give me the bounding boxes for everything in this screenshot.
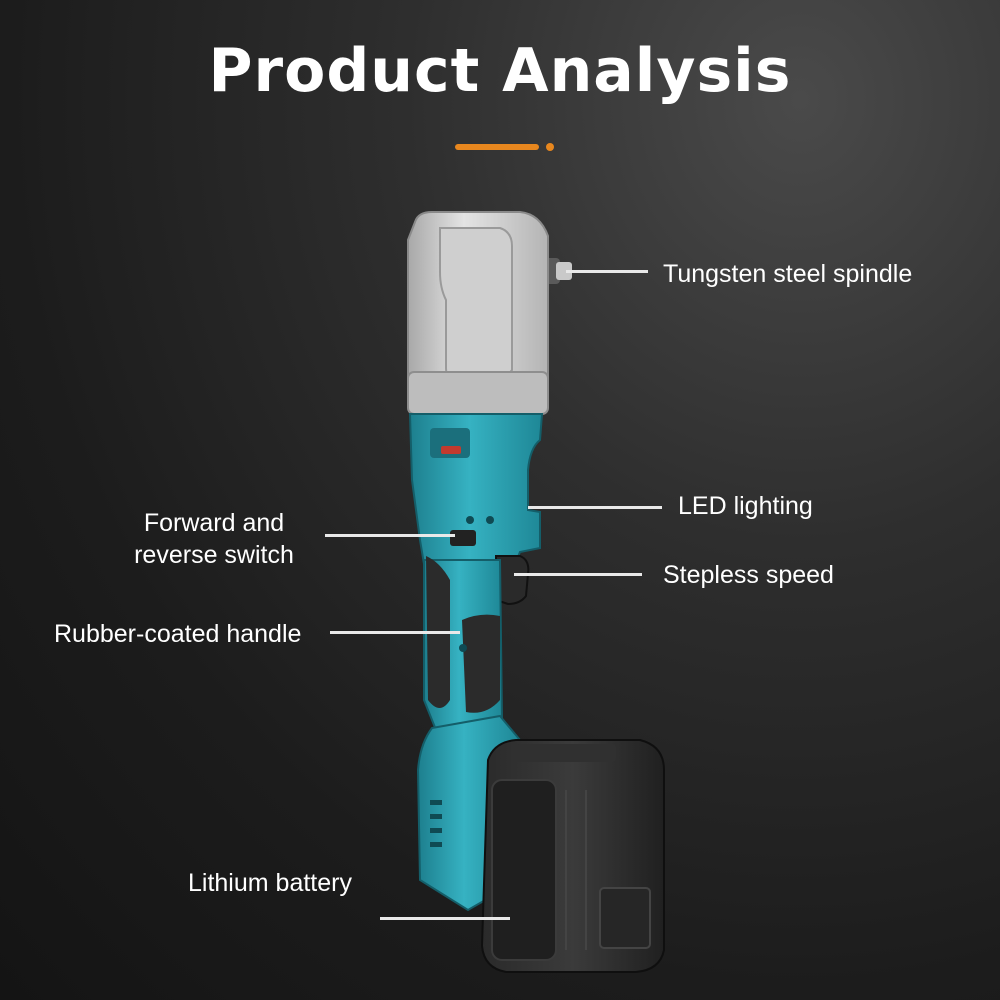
- lithium-battery-pack: [480, 739, 665, 973]
- metal-head-housing: [407, 211, 549, 415]
- leader-line-switch: [325, 534, 455, 537]
- stepless-speed-trigger: [495, 555, 530, 606]
- callout-rubber-coated-handle: Rubber-coated handle: [54, 620, 302, 648]
- callout-led-lighting: LED lighting: [678, 492, 813, 520]
- rubber-coated-handle: [423, 556, 504, 742]
- leader-line-speed: [514, 573, 642, 576]
- leader-line-led: [528, 506, 662, 509]
- callout-tungsten-steel-spindle: Tungsten steel spindle: [663, 260, 913, 288]
- leader-line-battery: [380, 917, 510, 920]
- callout-switch-line-1: Forward and: [143, 509, 285, 537]
- leader-line-handle: [330, 631, 460, 634]
- callout-forward-reverse-switch: Forward and reverse switch: [120, 507, 308, 571]
- leader-line-spindle: [566, 270, 648, 273]
- title-accent-dot: [546, 143, 554, 151]
- callout-stepless-speed: Stepless speed: [663, 561, 834, 589]
- page-title: Product Analysis: [208, 36, 792, 106]
- forward-reverse-switch: [450, 530, 476, 546]
- title-accent-line: [455, 144, 539, 150]
- callout-lithium-battery: Lithium battery: [188, 869, 352, 897]
- callout-switch-line-2: reverse switch: [134, 541, 294, 569]
